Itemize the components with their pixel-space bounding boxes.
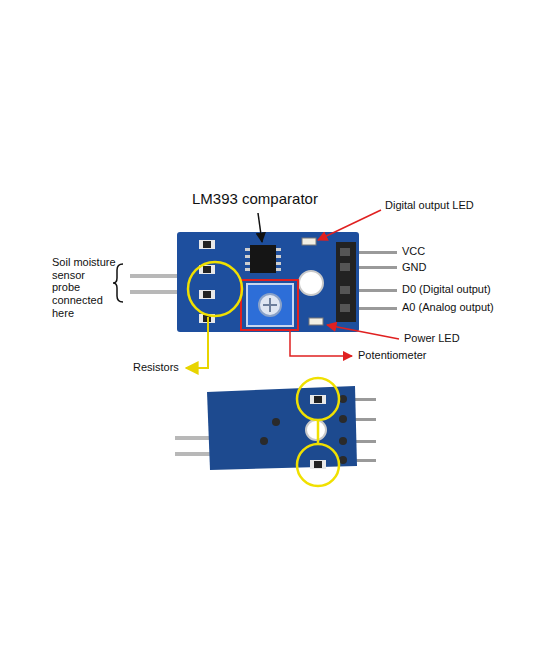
part-label: Power LED	[404, 332, 460, 345]
pcb-board	[177, 232, 359, 332]
pin-name: GND	[402, 261, 426, 274]
leader-line	[318, 210, 381, 240]
mounting-hole	[299, 271, 323, 295]
part-label: Potentiometer	[358, 349, 426, 362]
leader-line	[290, 331, 352, 356]
pin-header	[336, 242, 356, 322]
comparator-chip	[250, 245, 276, 273]
header-pins	[355, 251, 397, 310]
resistor-symbol	[314, 396, 322, 403]
potentiometer-symbol	[247, 284, 293, 326]
pin-name: A0 (Analog output)	[402, 301, 494, 314]
resistor-symbol	[310, 460, 326, 469]
pcb-board-back	[207, 386, 357, 470]
header-pads	[340, 248, 350, 312]
part-label: Digital output LED	[385, 199, 474, 212]
resistor-symbol	[199, 240, 215, 323]
leader-line	[186, 317, 208, 368]
leader-line	[258, 213, 262, 242]
part-label: LM393 comparator	[192, 190, 318, 207]
pin-name: D0 (Digital output)	[402, 283, 491, 296]
potentiometer-slot	[263, 298, 277, 312]
resistor-symbol	[310, 395, 326, 404]
highlight-circle	[297, 378, 339, 420]
leader-line	[327, 325, 399, 339]
mounting-hole	[306, 420, 326, 440]
part-label: Resistors	[133, 361, 179, 374]
pin-name: VCC	[402, 245, 425, 258]
highlight-circle	[188, 262, 242, 316]
leader-line	[317, 420, 320, 444]
led-symbol	[302, 238, 316, 245]
potentiometer-knob	[259, 294, 281, 316]
highlight-circle	[297, 444, 339, 486]
bracket	[113, 264, 123, 302]
highlight-box	[241, 280, 298, 330]
solder-joints	[260, 395, 347, 464]
resistor-symbol	[314, 461, 322, 468]
part-label: Soil moisture sensor probe connected her…	[52, 256, 116, 319]
chip-legs	[245, 248, 281, 271]
led-symbol	[309, 318, 323, 325]
